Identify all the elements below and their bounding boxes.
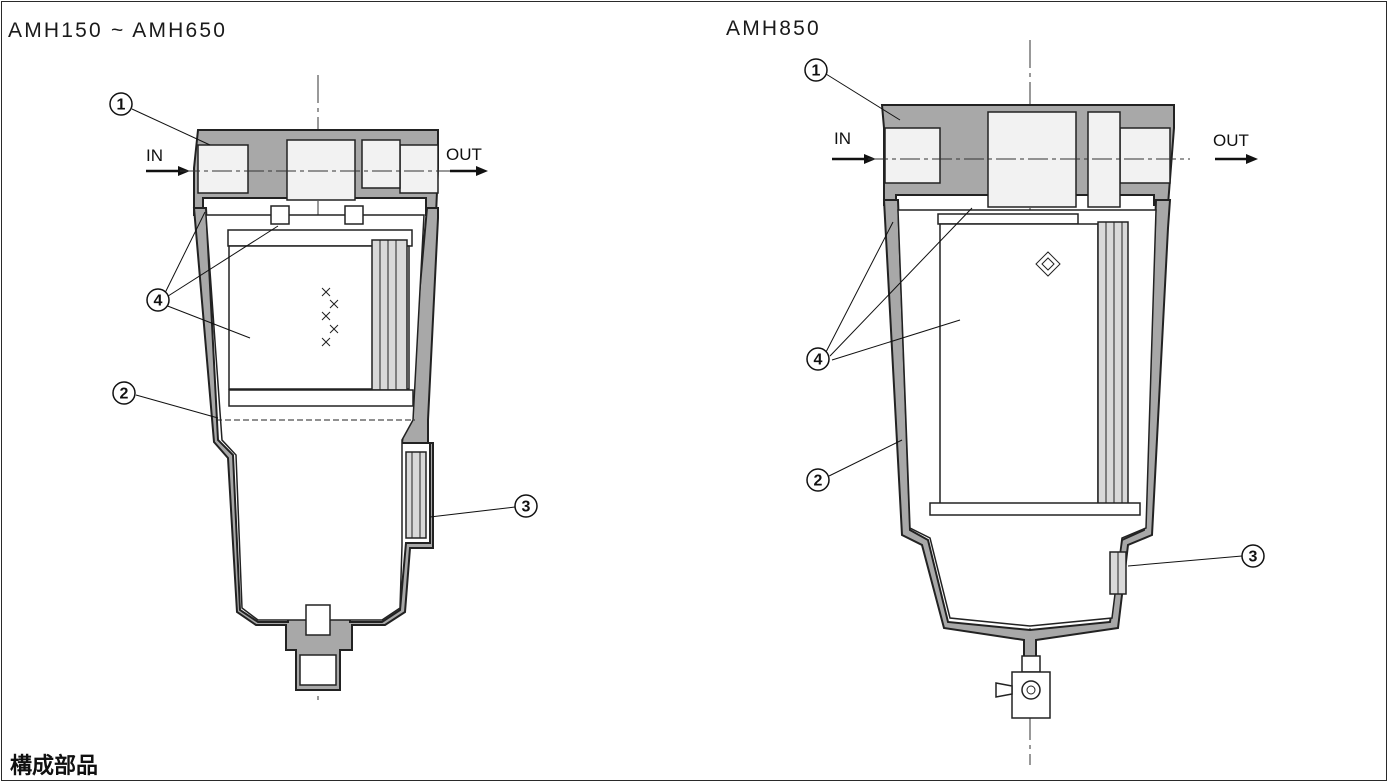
svg-text:3: 3: [522, 499, 531, 516]
left-in-port: [197, 144, 249, 194]
left-sight-glass: [405, 451, 427, 539]
right-drain-handle-center: [1026, 685, 1036, 695]
left-element-lug: [270, 205, 290, 225]
left-callout-3: 3: [514, 494, 538, 518]
left-filter-drawing: IN OUT 1 4 2 3: [109, 75, 538, 700]
left-drain-valve: [305, 604, 331, 636]
left-element-bottom: [228, 389, 414, 407]
right-out-port: [1119, 127, 1171, 184]
right-callout-3: 3: [1241, 544, 1265, 568]
right-in-label: IN: [834, 129, 851, 148]
right-element-side: [1097, 221, 1129, 513]
right-element-top: [937, 213, 1079, 225]
svg-text:2: 2: [814, 473, 823, 490]
left-callout-1: 1: [109, 92, 133, 116]
right-callout-4: 4: [806, 347, 830, 371]
left-flow-pattern: [321, 287, 339, 347]
left-head-cavity: [361, 139, 401, 189]
left-element-side: [371, 239, 408, 391]
left-drain-body: [299, 654, 337, 686]
left-element-lug: [344, 205, 364, 225]
right-flow-pattern: [1035, 251, 1061, 277]
right-out-label: OUT: [1213, 131, 1249, 150]
left-head-center: [286, 139, 356, 201]
right-callout-2: 2: [806, 468, 830, 492]
svg-text:2: 2: [120, 386, 129, 403]
right-drain-lever: [995, 682, 1013, 698]
left-out-port: [399, 144, 439, 194]
svg-text:4: 4: [154, 293, 163, 310]
right-element-bottom: [929, 502, 1141, 516]
title-left: AMH150 ~ AMH650: [8, 19, 228, 42]
left-leader-lines: [131, 108, 516, 518]
left-callout-2: 2: [112, 381, 136, 405]
left-out-label: OUT: [446, 145, 482, 164]
right-bowl-casing: [882, 199, 1172, 661]
title-right: AMH850: [726, 17, 821, 40]
right-callout-1: 1: [804, 58, 828, 82]
right-filter-element: [939, 223, 1099, 511]
left-out-arrow-head: [476, 166, 488, 176]
components-heading: 構成部品: [10, 754, 99, 779]
right-leader-lines: [825, 73, 1243, 567]
svg-text:4: 4: [814, 352, 823, 369]
svg-text:1: 1: [117, 97, 126, 114]
right-out-arrow-head: [1246, 154, 1258, 164]
left-callout-4: 4: [146, 288, 170, 312]
svg-text:3: 3: [1249, 549, 1258, 566]
right-in-port: [884, 127, 941, 184]
svg-text:1: 1: [812, 63, 821, 80]
left-in-label: IN: [146, 146, 163, 165]
right-filter-drawing: IN OUT 1 4 2 3: [804, 40, 1265, 765]
right-drain-neck: [1021, 655, 1041, 673]
cross-section-drawings: IN OUT 1 4 2 3: [109, 40, 1265, 765]
